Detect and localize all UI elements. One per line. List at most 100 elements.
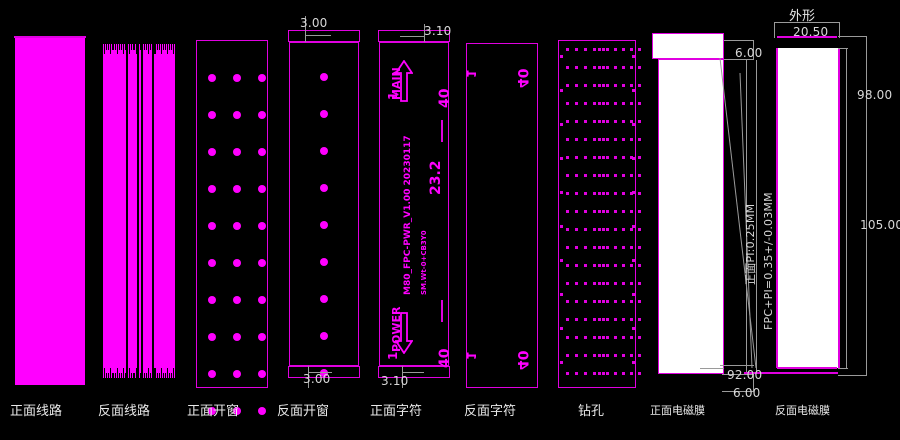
drill-hole — [598, 336, 601, 339]
drill-hole — [566, 84, 569, 87]
comb-tooth — [158, 44, 160, 50]
drill-hole — [566, 300, 569, 303]
comb-tooth — [156, 44, 158, 50]
pad-opening — [233, 222, 241, 230]
drill-hole — [566, 156, 569, 159]
dim-tick-600-top2 — [724, 59, 754, 60]
drill-hole — [614, 264, 617, 267]
pad-opening — [233, 296, 241, 304]
drill-hole — [638, 48, 641, 51]
drill-hole — [630, 156, 633, 159]
drill-hole — [606, 84, 609, 87]
comb-tooth — [120, 372, 122, 378]
drill-hole — [622, 300, 625, 303]
pad-opening — [233, 185, 241, 193]
drill-hole-edge — [632, 55, 635, 58]
pad-opening — [233, 333, 241, 341]
silk-revision: 23.2 — [428, 160, 444, 195]
dim-tick-600-bot2 — [722, 391, 754, 392]
drill-hole — [584, 372, 587, 375]
dim-tick-9200 — [720, 365, 754, 366]
silk-pin-first: 1 — [386, 91, 400, 100]
pad-opening — [233, 259, 241, 267]
dimension-label-1: 3.00 — [303, 372, 331, 386]
silk-tick-top — [441, 120, 443, 142]
comb-tooth — [150, 44, 152, 50]
drill-hole — [598, 210, 601, 213]
drill-hole — [593, 174, 596, 177]
pad-opening — [258, 407, 266, 415]
comb-tooth — [125, 372, 127, 378]
comb-tooth — [122, 368, 125, 378]
drill-hole — [598, 300, 601, 303]
comb-tooth — [160, 368, 162, 378]
drill-outline — [558, 40, 636, 388]
comb-tooth — [104, 44, 106, 54]
panel-caption-bottom-emi-film: 反面电磁膜 — [775, 404, 830, 417]
comb-tooth — [169, 44, 171, 50]
drill-hole — [575, 354, 578, 357]
top-legend-tab-bottom — [378, 366, 450, 378]
comb-tooth — [106, 44, 108, 50]
dim-leader-300-bottom — [308, 366, 309, 388]
drill-hole — [638, 228, 641, 231]
comb-tooth — [135, 44, 137, 54]
pad-opening — [258, 222, 266, 230]
drill-hole — [638, 120, 641, 123]
drill-hole — [602, 120, 605, 123]
silk-pin-last-top: 40 — [437, 88, 453, 108]
comb-tooth — [127, 372, 129, 378]
drill-hole — [602, 372, 605, 375]
comb-tooth — [116, 44, 118, 54]
drill-hole — [593, 102, 596, 105]
drill-hole — [584, 174, 587, 177]
drill-hole — [638, 156, 641, 159]
drill-hole — [622, 102, 625, 105]
comb-tooth — [154, 368, 156, 378]
drill-hole — [622, 282, 625, 285]
drill-hole — [602, 246, 605, 249]
dimension-label-0: 3.00 — [300, 16, 328, 30]
drill-hole — [602, 210, 605, 213]
drill-hole — [566, 192, 569, 195]
drill-hole — [575, 138, 578, 141]
bottom-legend-pin-last-bottom: 40 — [514, 350, 530, 370]
top-emi-tab-outline — [652, 33, 724, 59]
drill-hole — [622, 372, 625, 375]
pad-opening — [233, 111, 241, 119]
drill-hole — [575, 282, 578, 285]
drill-hole — [630, 318, 633, 321]
pad-opening — [208, 185, 216, 193]
dim-leader-2050-right — [839, 22, 840, 38]
pad-opening — [233, 148, 241, 156]
dim-leader-300-top — [305, 16, 306, 42]
drill-hole — [602, 228, 605, 231]
drill-hole — [584, 84, 587, 87]
dim-line-9800 — [846, 48, 847, 368]
dimension-label-4: 6.00 — [735, 46, 763, 60]
drill-hole — [602, 102, 605, 105]
drill-hole — [614, 192, 617, 195]
pad-opening — [208, 407, 216, 415]
drill-hole — [614, 156, 617, 159]
drill-hole — [614, 138, 617, 141]
pad-opening — [208, 259, 216, 267]
drill-hole — [584, 318, 587, 321]
pad-opening — [208, 333, 216, 341]
drill-hole — [638, 372, 641, 375]
comb-tooth — [162, 372, 164, 378]
drill-hole — [593, 318, 596, 321]
pad-opening — [320, 73, 328, 81]
dim-leader-2050-left — [774, 22, 775, 38]
drill-hole-edge — [560, 191, 563, 194]
drill-hole — [602, 174, 605, 177]
dim-leader-310-top — [424, 24, 425, 42]
drill-hole — [630, 300, 633, 303]
dimension-label-7: 20.50 — [793, 25, 829, 39]
comb-tooth — [112, 372, 114, 378]
comb-tooth — [171, 44, 173, 50]
drill-hole — [566, 102, 569, 105]
drill-hole — [638, 264, 641, 267]
dim-tick-9800-bot — [838, 368, 848, 369]
